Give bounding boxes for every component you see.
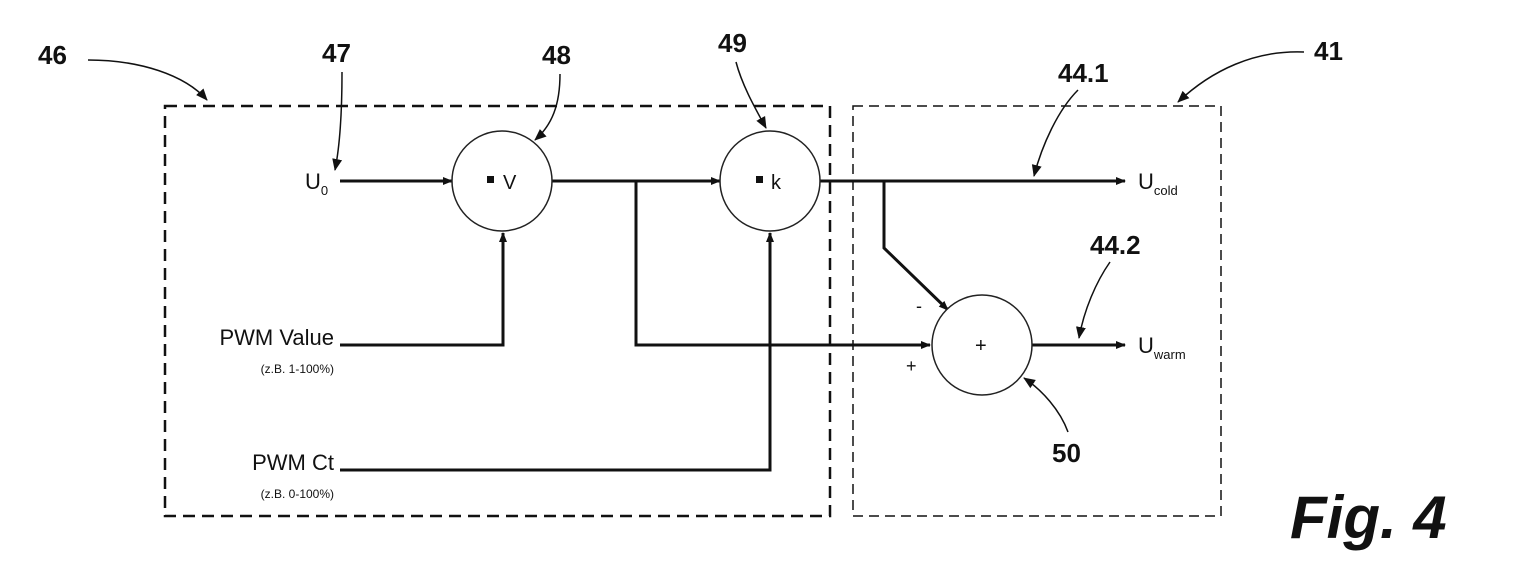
ref-41: 41 bbox=[1314, 36, 1343, 66]
leader-48 bbox=[534, 73, 561, 141]
pwm-ct-label: PWM Ct bbox=[252, 450, 334, 475]
pwm-value-line bbox=[340, 232, 507, 347]
summing-node bbox=[931, 294, 1033, 396]
u-cold-label: Ucold bbox=[1138, 169, 1178, 198]
leader-46 bbox=[87, 59, 208, 101]
pwm-value-note: (z.B. 1-100%) bbox=[261, 362, 334, 376]
ref-46: 46 bbox=[38, 40, 67, 70]
ref-44-1: 44.1 bbox=[1058, 58, 1109, 88]
pwm-ct-line bbox=[340, 232, 774, 472]
controller-box-46 bbox=[163, 104, 832, 518]
multiply-dot-icon bbox=[756, 176, 763, 183]
node-k-label: k bbox=[771, 172, 782, 194]
leader-41 bbox=[1177, 51, 1305, 103]
leader-44-1 bbox=[1031, 89, 1079, 177]
multiplier-k-node bbox=[719, 130, 821, 232]
leader-44-2 bbox=[1076, 261, 1111, 339]
u-warm-label: Uwarm bbox=[1138, 333, 1186, 362]
output-box-41 bbox=[852, 105, 1222, 517]
plus-sign: + bbox=[906, 356, 917, 376]
node-v-label: V bbox=[503, 172, 517, 194]
ref-48: 48 bbox=[542, 40, 571, 70]
multiplier-v-node bbox=[451, 130, 553, 232]
ref-47: 47 bbox=[322, 38, 351, 68]
pwm-value-label: PWM Value bbox=[219, 325, 334, 350]
leader-47 bbox=[332, 71, 343, 171]
ref-44-2: 44.2 bbox=[1090, 230, 1141, 260]
pwm-ct-note: (z.B. 0-100%) bbox=[261, 487, 334, 501]
node-sum-label: + bbox=[975, 335, 987, 357]
leader-49 bbox=[735, 61, 767, 129]
ref-49: 49 bbox=[718, 28, 747, 58]
minus-sign: - bbox=[916, 296, 922, 316]
u0-label: U0 bbox=[305, 169, 328, 198]
figure-label: Fig. 4 bbox=[1290, 484, 1447, 551]
multiply-dot-icon bbox=[487, 176, 494, 183]
leader-50 bbox=[1023, 377, 1069, 433]
ref-50: 50 bbox=[1052, 438, 1081, 468]
minus-input-line bbox=[882, 181, 950, 312]
plus-input-line bbox=[634, 181, 931, 349]
